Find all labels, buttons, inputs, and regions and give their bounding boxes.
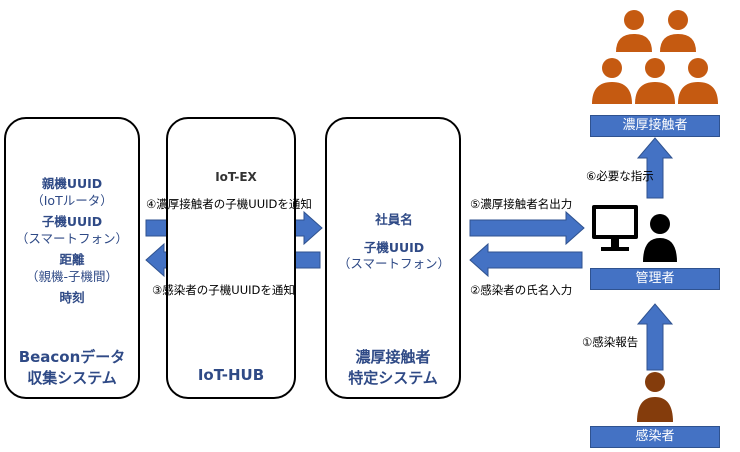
- iot-ex-logo-text: IoT-EX: [215, 170, 257, 184]
- beacon-system-title: Beaconデータ 収集システム: [18, 348, 126, 387]
- tracking-fields: 社員名 子機UUID （スマートフォン）: [336, 212, 452, 273]
- field-time: 時刻: [59, 290, 85, 305]
- infected-label-bar: 感染者: [590, 426, 720, 448]
- beacon-system-panel: Beaconデータ 収集システム: [4, 117, 140, 399]
- field-tracking-child-uuid-note: （スマートフォン）: [337, 256, 451, 271]
- step3-label: ③感染者の子機UUIDを通知: [152, 283, 295, 297]
- field-employee-name: 社員名: [375, 212, 413, 227]
- step2-label: ②感染者の氏名入力: [470, 283, 573, 297]
- field-distance: 距離: [59, 252, 85, 267]
- tracking-system-panel: 濃厚接触者 特定システム: [325, 117, 461, 399]
- iot-hub-panel: IoT-HUB: [166, 117, 296, 399]
- field-child-uuid-note: （スマートフォン）: [15, 230, 129, 246]
- field-parent-uuid: 親機UUID: [41, 176, 103, 191]
- admin-label-bar: 管理者: [590, 268, 720, 290]
- field-parent-uuid-note: （IoTルータ）: [31, 192, 113, 208]
- arrow-step5-right: [469, 210, 585, 246]
- field-child-uuid: 子機UUID: [41, 214, 103, 229]
- beacon-fields: 親機UUID （IoTルータ） 子機UUID （スマートフォン） 距離 （親機-…: [14, 176, 130, 307]
- field-tracking-child-uuid: 子機UUID: [363, 239, 425, 255]
- admin-computer-icon: [592, 205, 677, 262]
- tracking-system-title: 濃厚接触者 特定システム: [348, 348, 438, 387]
- step5-label: ⑤濃厚接触者名出力: [470, 197, 573, 211]
- infected-person-icon: [637, 372, 673, 422]
- step6-label: ⑥必要な指示: [586, 169, 654, 183]
- iot-hub-title: IoT-HUB: [197, 366, 265, 384]
- field-distance-note: （親機-子機間）: [25, 268, 118, 284]
- contacts-group-icon: [592, 10, 718, 104]
- step4-label: ④濃厚接触者の子機UUIDを通知: [146, 197, 312, 211]
- arrow-step2-left: [469, 242, 583, 278]
- step1-label: ①感染報告: [582, 335, 639, 349]
- contacts-label-bar: 濃厚接触者: [590, 115, 720, 137]
- arrow-step1-up: [636, 303, 674, 371]
- arrow-step6-up: [636, 137, 674, 199]
